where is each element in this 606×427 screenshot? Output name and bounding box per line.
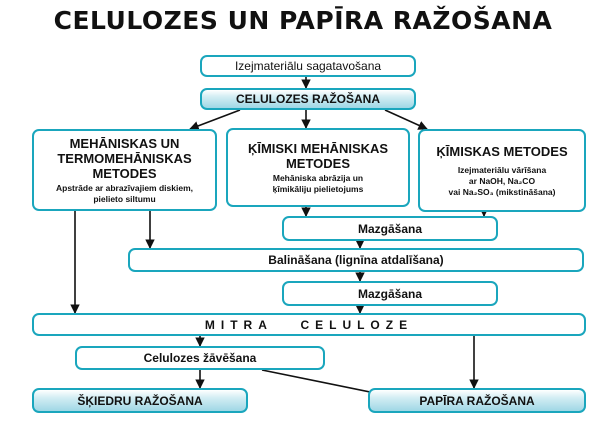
- chemical-methods-desc-3: vai Na₂SO₃ (mikstināšana): [448, 186, 556, 197]
- chemical-mechanical-methods-desc: Mehāniska abrāzija un ķīmikāliju pieliet…: [272, 172, 364, 194]
- paper-production-box: PAPĪRA RAŽOŠANA: [368, 388, 586, 413]
- chemical-mechanical-methods-box: ĶĪMISKI MEHĀNISKAS METODES Mehāniska abr…: [226, 128, 410, 207]
- washing-label-1: Mazgāšana: [357, 221, 423, 236]
- washing-box-2: Mazgāšana: [282, 281, 498, 306]
- chemical-methods-desc-1: Izejmateriālu vārīšana: [457, 164, 547, 175]
- arrow-to-chem: [384, 109, 428, 130]
- fiber-production-label: ŠĶIEDRU RAŽOŠANA: [77, 393, 203, 408]
- arrow-to-mech: [189, 109, 241, 131]
- chemical-methods-title: ĶĪMISKAS METODES: [436, 143, 568, 159]
- bleaching-label: Balināšana (lignīna atdalīšana): [268, 253, 444, 267]
- arrow-drying-to-paper: [261, 369, 386, 398]
- diagram-title: CELULOZES UN PAPĪRA RAŽOŠANA: [53, 6, 553, 35]
- washing-box-1: Mazgāšana: [282, 216, 498, 241]
- mechanical-methods-title: MEHĀNISKAS UN TERMOMEHĀNISKAS METODES: [57, 135, 192, 181]
- pulp-drying-label: Celulozes žāvēšana: [143, 351, 257, 365]
- pulp-drying-box: Celulozes žāvēšana: [75, 346, 325, 370]
- bleaching-box: Balināšana (lignīna atdalīšana): [128, 248, 584, 272]
- wet-pulp-box: MITRA CELULOZE: [32, 313, 586, 336]
- raw-material-prep-box: Izejmateriālu sagatavošana: [200, 55, 416, 77]
- wet-pulp-label: MITRA CELULOZE: [204, 317, 414, 332]
- washing-label-2: Mazgāšana: [357, 286, 423, 301]
- mechanical-methods-box: MEHĀNISKAS UN TERMOMEHĀNISKAS METODES Ap…: [32, 129, 217, 211]
- chemical-methods-desc-2: ar NaOH, Na₂CO: [468, 175, 536, 186]
- chemical-methods-box: ĶĪMISKAS METODES Izejmateriālu vārīšana …: [418, 129, 586, 212]
- cellulose-production-box: CELULOZES RAŽOŠANA: [200, 88, 416, 110]
- paper-production-label: PAPĪRA RAŽOŠANA: [419, 393, 535, 408]
- chemical-mechanical-methods-title: ĶĪMISKI MEHĀNISKAS METODES: [247, 140, 389, 171]
- cellulose-production-label: CELULOZES RAŽOŠANA: [236, 92, 380, 106]
- fiber-production-box: ŠĶIEDRU RAŽOŠANA: [32, 388, 248, 413]
- raw-material-prep-label: Izejmateriālu sagatavošana: [234, 59, 382, 73]
- mechanical-methods-desc: Apstrāde ar abrazīvajiem diskiem, pielie…: [55, 182, 193, 204]
